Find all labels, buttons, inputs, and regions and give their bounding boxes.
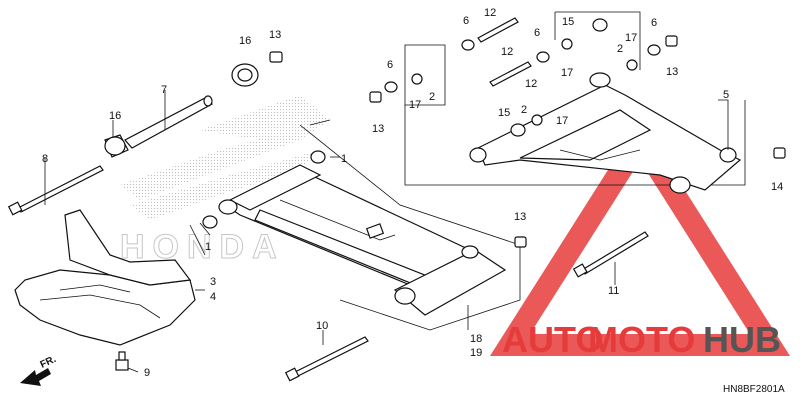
bushing-part1-lower [202,215,218,229]
callout-17: 17 [625,32,637,44]
callout-13: 13 [514,211,526,223]
callout-10: 10 [316,320,328,332]
callout-12: 12 [525,78,537,90]
callout-19: 19 [470,347,482,359]
bushing-part15-top [592,18,608,32]
front-label: FR. [39,354,58,371]
nut-part13-mid [514,236,527,248]
bushing-part17-b [626,59,638,71]
callout-6: 6 [387,59,393,71]
callout-16: 16 [109,110,121,122]
bolt-part10 [284,336,369,382]
callout-6: 6 [651,17,657,29]
nut-part14 [773,147,786,159]
callout-11: 11 [608,285,619,297]
watermark-auto: AUTO [502,319,603,360]
callout-1: 1 [205,241,211,253]
collar-part6-c [384,81,398,93]
callout-15: 15 [498,107,510,119]
watermark-hub: HUB [703,319,781,360]
skid-plate [14,209,196,346]
bushing-part15-mid [510,123,526,137]
callout-17: 17 [561,67,573,79]
bolt-part8 [7,165,104,216]
collar-part6-d [647,44,661,56]
watermark-triangle [489,119,791,356]
callout-13: 13 [666,66,678,78]
bushing-part1-upper [310,150,326,164]
callout-12: 12 [484,7,496,19]
upper-arm-assembly [469,72,742,194]
leader-lines [44,90,729,373]
callout-8: 8 [42,153,48,165]
callout-1: 1 [341,153,347,165]
bushing-part17-d [531,114,543,126]
callout-2: 2 [617,43,623,55]
honda-wordmark: HONDA [120,228,285,266]
callout-13: 13 [372,123,384,135]
bushing-part17-a [561,38,573,50]
nut-part13-right [665,35,678,47]
callout-12: 12 [501,46,513,58]
callout-16: 16 [239,35,251,47]
pivot-collar-part7 [124,95,214,149]
nut-part13-left [369,91,382,103]
collar-part6-a [461,39,475,51]
nut-part13-top [269,51,283,63]
front-direction-arrow: FR. [20,354,58,386]
callout-18: 18 [470,333,482,345]
callout-2: 2 [521,104,527,116]
bolt-part12-mid [489,61,532,87]
leader-frame-lines [189,11,746,331]
bolt-part11 [572,231,649,278]
callout-numbers: 1 1 2 2 2 3 4 5 6 6 6 6 7 8 9 10 11 12 1… [42,7,783,379]
callout-14: 14 [771,181,783,193]
callout-2: 2 [429,91,435,103]
watermark-text: AUTO MOTO HUB [502,319,781,360]
callout-6: 6 [534,27,540,39]
callout-17: 17 [409,99,421,111]
watermark-moto: MOTO [588,319,695,360]
callout-7: 7 [161,84,167,96]
callout-5: 5 [723,89,729,101]
seal-part16-top [231,63,259,87]
honda-wing-background-logo: HONDA [120,95,330,267]
bolt-part12-top [477,17,519,43]
collar-part6-b [536,51,550,63]
callout-17: 17 [556,115,568,127]
callout-13: 13 [269,29,281,41]
bushing-part17-c [411,73,423,85]
callout-4: 4 [210,291,216,303]
bolt-part9 [115,351,129,371]
swingarm-main [218,164,507,316]
callout-6: 6 [463,15,469,27]
callout-3: 3 [210,276,216,288]
callout-15: 15 [562,16,574,28]
diagram-code: HN8BF2801A [723,384,785,395]
bushing-part16-left [104,134,129,158]
callout-9: 9 [144,367,150,379]
